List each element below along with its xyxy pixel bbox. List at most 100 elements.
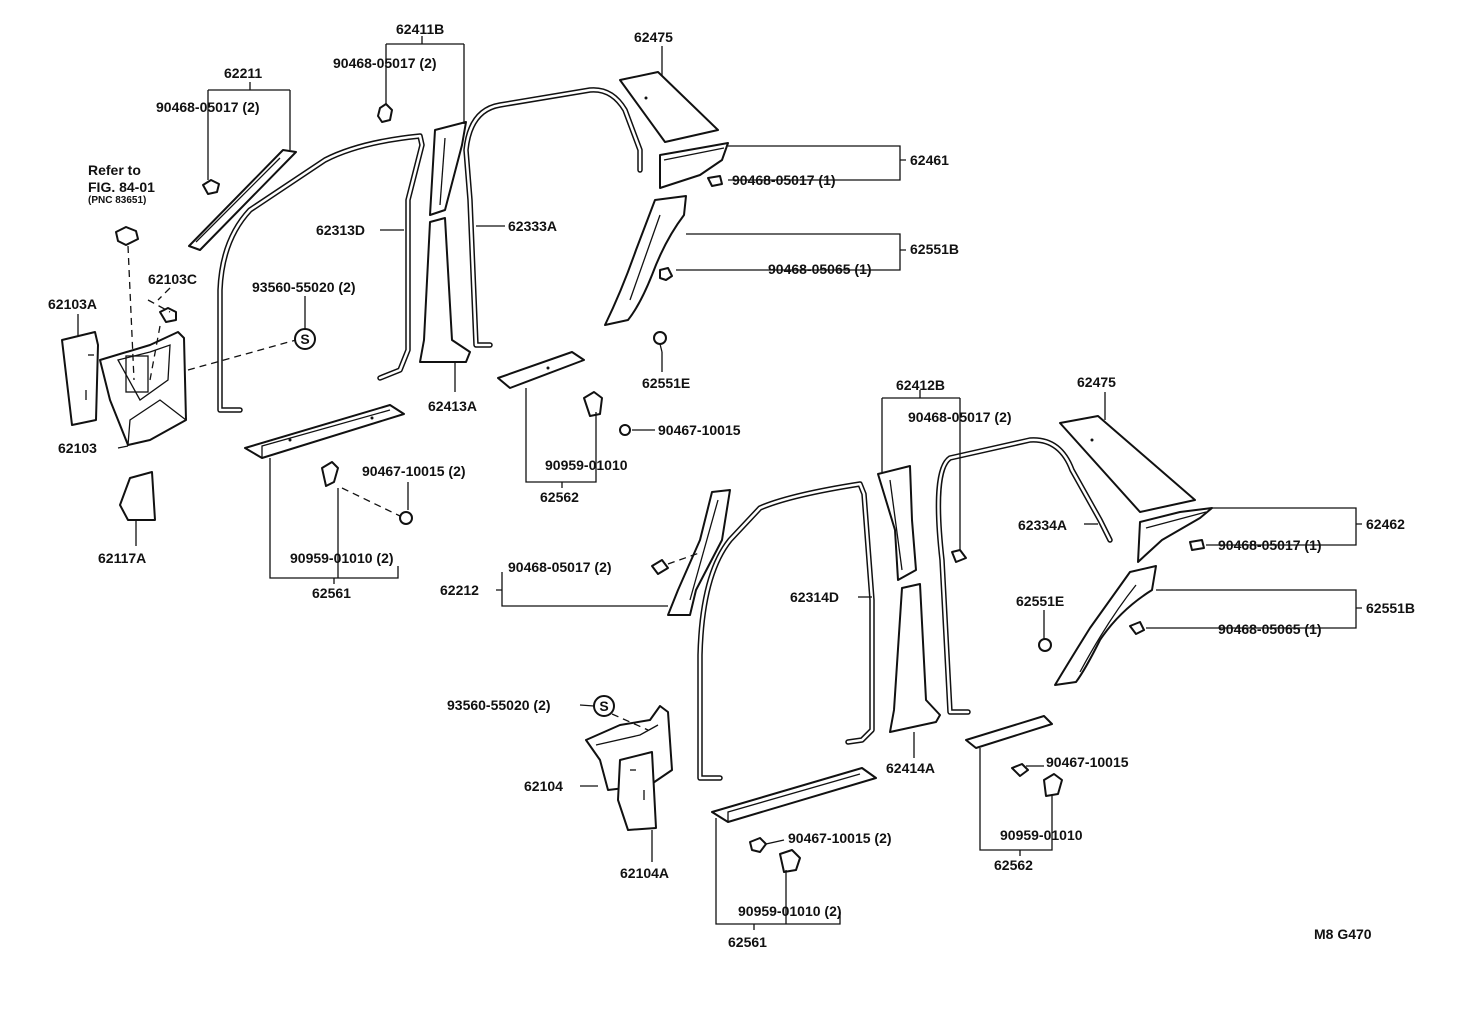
clip-90959-01010-d (1043, 773, 1063, 797)
part-62117A-cover (119, 471, 156, 521)
label-62333A: 62333A (508, 218, 557, 234)
clip-90468-05017-a (202, 179, 220, 195)
part-62211-pillar-garnish (188, 149, 297, 251)
part-62103-cowl-side-trim (99, 331, 187, 446)
part-62313D-weatherstrip (217, 133, 425, 413)
clip-90468-05065-b (1129, 621, 1145, 635)
clip-90468-05017-b (377, 103, 393, 123)
clip-62551E-b (1038, 638, 1052, 652)
label-62475-lower: 62475 (1077, 374, 1116, 390)
label-62212: 62212 (440, 582, 479, 598)
sealer-marker-1: S (294, 328, 316, 350)
label-refer-pnc: (PNC 83651) (88, 195, 146, 206)
label-62103: 62103 (58, 440, 97, 456)
label-90468-05017-2-b: 90468-05017 (2) (156, 99, 260, 115)
part-62561-scuff-plate-front-lower (711, 767, 877, 823)
part-62411B-center-pillar-upper (429, 121, 467, 216)
label-90467-10015-b: 90467-10015 (1046, 754, 1129, 770)
part-62412B-center-pillar-upper (877, 465, 917, 581)
clip-90467-10015-a (321, 461, 339, 487)
label-62313D: 62313D (316, 222, 365, 238)
label-90468-05065-1-a: 90468-05065 (1) (768, 261, 872, 277)
label-90959-01010-b: 90959-01010 (1000, 827, 1083, 843)
clip-62551E-a (653, 331, 667, 353)
part-62551B-wheel-house-trim-lower (1054, 565, 1157, 686)
label-62551B-lower: 62551B (1366, 600, 1415, 616)
part-62103A-cover (61, 331, 99, 426)
label-90467-10015-a: 90467-10015 (658, 422, 741, 438)
label-90468-05017-2-a: 90468-05017 (2) (333, 55, 437, 71)
clip-90468-05017-c (707, 175, 723, 187)
leader-lines (77, 36, 1362, 930)
label-90467-10015-2-b: 90467-10015 (2) (788, 830, 892, 846)
label-90959-01010-a: 90959-01010 (545, 457, 628, 473)
part-62475-quarter-trim-lower (1059, 415, 1196, 513)
part-62414A-center-pillar-lower (889, 583, 941, 733)
part-62334A-weatherstrip (935, 437, 1113, 715)
label-62103A: 62103A (48, 296, 97, 312)
label-62334A: 62334A (1018, 517, 1067, 533)
clip-90468-05065-a (659, 267, 673, 281)
clip-90468-05017-d (651, 559, 669, 575)
label-62475-upper: 62475 (634, 29, 673, 45)
part-62562-scuff-plate-rear-lower (965, 715, 1053, 749)
part-62212-pillar-garnish (667, 489, 731, 616)
clip-90959-01010-c (779, 849, 801, 873)
clip-90468-05017-e (951, 549, 967, 563)
label-62412B: 62412B (896, 377, 945, 393)
part-62562-scuff-plate-rear (497, 351, 585, 389)
part-62551B-wheel-house-trim (604, 195, 687, 326)
label-62561-upper: 62561 (312, 585, 351, 601)
label-62104A: 62104A (620, 865, 669, 881)
label-62413A: 62413A (428, 398, 477, 414)
part-83651-ref (115, 226, 139, 246)
label-90959-01010-2-b: 90959-01010 (2) (738, 903, 842, 919)
label-62551B-upper: 62551B (910, 241, 959, 257)
part-62475-quarter-trim-upper (619, 71, 719, 143)
label-93560-55020-2-b: 93560-55020 (2) (447, 697, 551, 713)
label-62411B: 62411B (396, 21, 444, 37)
label-90468-05017-2-c: 90468-05017 (2) (908, 409, 1012, 425)
label-90468-05017-2-d: 90468-05017 (2) (508, 559, 612, 575)
label-90468-05017-1-a: 90468-05017 (1) (732, 172, 836, 188)
callout-labels: 62411B 62475 90468-05017 (2) 62211 90468… (48, 21, 1415, 950)
label-90959-01010-2-a: 90959-01010 (2) (290, 550, 394, 566)
label-62562-upper: 62562 (540, 489, 579, 505)
label-62103C: 62103C (148, 271, 197, 287)
part-62462-pillar-trim (1137, 507, 1213, 563)
clip-90467-10015-b (619, 424, 631, 436)
clip-90959-01010-b (583, 391, 603, 417)
sealer-marker-2: S (593, 695, 615, 717)
label-93560-55020-2-a: 93560-55020 (2) (252, 279, 356, 295)
clip-90959-01010-a (399, 511, 413, 525)
part-62333A-weatherstrip (463, 87, 643, 348)
part-62413A-center-pillar-lower (419, 217, 471, 363)
figure-code: M8 G470 (1314, 926, 1372, 942)
label-90468-05017-1-b: 90468-05017 (1) (1218, 537, 1322, 553)
label-62551E-lower: 62551E (1016, 593, 1064, 609)
label-refer-fig: FIG. 84-01 (88, 179, 155, 195)
clip-90467-10015-d (1011, 763, 1029, 777)
label-62551E-upper: 62551E (642, 375, 690, 391)
label-refer-to: Refer to (88, 162, 141, 178)
label-62414A: 62414A (886, 760, 935, 776)
part-62314D-weatherstrip (697, 481, 875, 781)
part-62104A-cover (617, 751, 657, 831)
part-62561-scuff-plate-front (244, 404, 405, 459)
sealer-marker-label: S (599, 698, 608, 714)
clip-90467-10015-c (749, 837, 767, 853)
label-62462: 62462 (1366, 516, 1405, 532)
label-62461: 62461 (910, 152, 949, 168)
label-90467-10015-2-a: 90467-10015 (2) (362, 463, 466, 479)
clip-90468-05017-f (1189, 539, 1205, 551)
sealer-marker-label: S (300, 331, 309, 347)
label-62211: 62211 (224, 65, 262, 81)
label-62117A: 62117A (98, 550, 146, 566)
label-62561-lower: 62561 (728, 934, 767, 950)
label-62314D: 62314D (790, 589, 839, 605)
label-62562-lower: 62562 (994, 857, 1033, 873)
label-90468-05065-1-b: 90468-05065 (1) (1218, 621, 1322, 637)
part-62103C-clip (159, 307, 177, 323)
label-62104: 62104 (524, 778, 563, 794)
